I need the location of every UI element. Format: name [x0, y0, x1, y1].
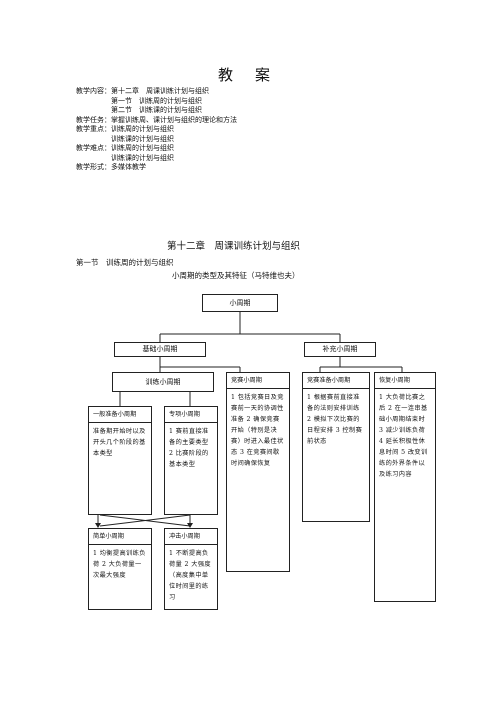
- node-general-prep: 一般准备小周期 准备期开始时以及开头几个阶段的基本类型: [88, 406, 152, 515]
- node-recovery-title: 恢复小周期: [375, 373, 435, 389]
- meta-line: 训练课的计划与组织: [76, 153, 174, 162]
- node-precompetition: 竞赛准备小周期 1 根据赛前直接准备的法则安排训练 2 模拟下次比赛的日程安排 …: [302, 372, 370, 522]
- node-shock-title: 冲击小周期: [165, 529, 217, 545]
- node-general-prep-body: 准备期开始时以及开头几个阶段的基本类型: [93, 428, 146, 457]
- node-special-prep-body: 1 赛前直接准备的主要类型 2 比赛阶段的基本类型: [169, 428, 209, 468]
- lesson-meta: 教学内容：第十二章 周课训练计划与组织 第一节 训练周的计划与组织 第二节 训练…: [76, 87, 237, 173]
- node-shock-body: 1 不断提高负荷量 2 大强度（高度集中单位时间里的练习: [169, 550, 212, 601]
- meta-line: 第二节 训练课的计划与组织: [76, 106, 202, 114]
- node-simple-body: 1 均衡提高训练负荷 2 大负荷量一次最大强度: [93, 550, 146, 579]
- chapter-heading: 第十二章 周课训练计划与组织: [167, 241, 301, 252]
- node-competition-body: 1 包括竞赛日及竞赛前一天的协调性准备 2 确保竞赛开始（特别是决赛）时进入最佳…: [231, 394, 284, 467]
- page-title: 教案: [218, 66, 293, 84]
- node-root: 小周期: [202, 294, 278, 312]
- node-root-label: 小周期: [229, 299, 251, 307]
- node-recovery-body: 1 大负荷比赛之后 2 在一连串基础小周期结束时 3 减少训练负荷 4 延长积极…: [379, 394, 428, 478]
- node-training: 训练小周期: [112, 372, 214, 392]
- node-competition-title: 竞赛小周期: [227, 373, 289, 389]
- node-precompetition-title: 竞赛准备小周期: [303, 373, 369, 389]
- node-recovery: 恢复小周期 1 大负荷比赛之后 2 在一连串基础小周期结束时 3 减少训练负荷 …: [374, 372, 436, 602]
- node-precompetition-body: 1 根据赛前直接准备的法则安排训练 2 模拟下次比赛的日程安排 3 控制赛前状态: [307, 394, 363, 445]
- diagram-caption: 小周期的类型及其特征（马特维也夫）: [172, 271, 300, 280]
- meta-line: 教学重点：训练周的计划与组织: [76, 125, 174, 133]
- meta-line: 训练课的计划与组织: [76, 134, 174, 143]
- meta-line: 教学形式：多媒体教学: [76, 163, 146, 171]
- meta-line: 教学难点：训练周的计划与组织: [76, 144, 174, 152]
- node-general-prep-title: 一般准备小周期: [89, 407, 151, 423]
- node-shock: 冲击小周期 1 不断提高负荷量 2 大强度（高度集中单位时间里的练习: [164, 528, 218, 610]
- meta-line: 第一节 训练周的计划与组织: [76, 96, 202, 105]
- node-simple-title: 简单小周期: [89, 529, 151, 545]
- meta-line: 教学任务：掌握训练周、课计划与组织的理论和方法: [76, 115, 237, 124]
- node-competition: 竞赛小周期 1 包括竞赛日及竞赛前一天的协调性准备 2 确保竞赛开始（特别是决赛…: [226, 372, 290, 572]
- node-simple: 简单小周期 1 均衡提高训练负荷 2 大负荷量一次最大强度: [88, 528, 152, 610]
- node-special-prep: 专项小周期 1 赛前直接准备的主要类型 2 比赛阶段的基本类型: [164, 406, 218, 515]
- node-special-prep-title: 专项小周期: [165, 407, 217, 423]
- node-supplementary: 补充小周期: [304, 342, 376, 357]
- node-training-label: 训练小周期: [145, 378, 181, 386]
- section-heading: 第一节 训练周的计划与组织: [76, 258, 174, 267]
- node-supplementary-label: 补充小周期: [322, 345, 358, 353]
- node-basic: 基础小周期: [114, 342, 206, 357]
- meta-line: 教学内容：第十二章 周课训练计划与组织: [76, 87, 209, 95]
- node-basic-label: 基础小周期: [142, 345, 178, 353]
